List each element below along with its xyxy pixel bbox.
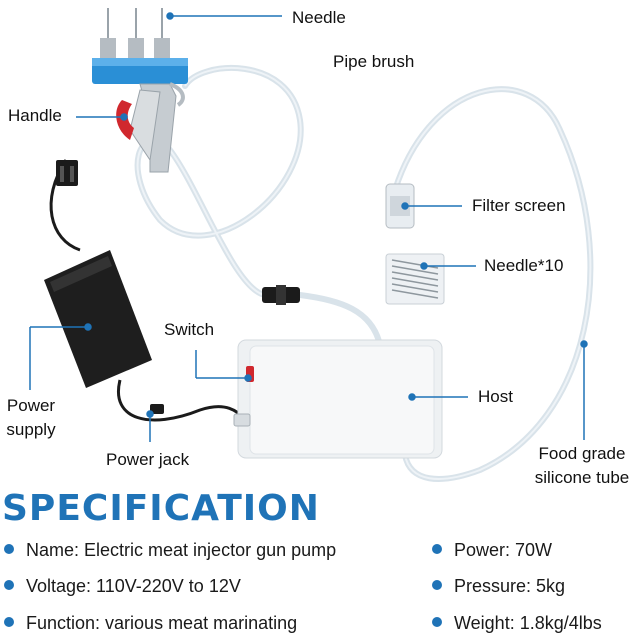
label-host: Host	[478, 387, 513, 406]
label-food-grade-tube: Food grade silicone tube	[524, 444, 640, 488]
label-power-jack: Power jack	[106, 450, 190, 469]
spec-item-pressure: Pressure: 5kg	[432, 575, 565, 597]
bullet-icon	[432, 617, 442, 628]
spec-item-voltage: Voltage: 110V-220V to 12V	[4, 575, 241, 597]
spec-item-name: Name: Electric meat injector gun pump	[4, 539, 336, 561]
spare-needles-pack	[385, 253, 445, 305]
bullet-icon	[432, 580, 442, 591]
label-needle: Needle	[292, 8, 346, 27]
specification-title: SPECIFICATION	[2, 488, 320, 529]
bullet-icon	[4, 544, 14, 555]
label-food-grade-line2: silicone tube	[534, 468, 630, 487]
spec-item-text: Voltage: 110V-220V to 12V	[26, 576, 241, 596]
needle-set	[100, 8, 170, 58]
product-diagram	[29, 8, 594, 482]
tube-connector	[262, 285, 300, 305]
callout-lines	[29, 12, 588, 442]
bullet-icon	[4, 580, 14, 591]
label-pipe-brush: Pipe brush	[333, 52, 415, 71]
spec-item-text: Weight: 1.8kg/4lbs	[454, 613, 602, 633]
label-power-supply: Power supply	[2, 396, 60, 440]
spec-item-text: Pressure: 5kg	[454, 576, 566, 596]
spec-item-text: Name: Electric meat injector gun pump	[26, 540, 337, 560]
label-filter-screen: Filter screen	[472, 196, 566, 215]
bullet-icon	[432, 544, 442, 555]
label-power-supply-line2: supply	[6, 420, 56, 439]
pump-host	[233, 339, 443, 459]
power-adapter	[44, 159, 247, 422]
spec-item-power: Power: 70W	[432, 539, 552, 561]
spec-item-function: Function: various meat marinating	[4, 612, 297, 634]
spec-item-weight: Weight: 1.8kg/4lbs	[432, 612, 602, 634]
spec-item-text: Function: various meat marinating	[26, 613, 298, 633]
label-handle: Handle	[8, 106, 62, 125]
filter-screen	[385, 183, 415, 229]
injector-gun	[92, 58, 188, 173]
label-needle-x10: Needle*10	[484, 256, 564, 275]
bullet-icon	[4, 617, 14, 628]
label-food-grade-line1: Food grade	[538, 444, 626, 463]
label-switch: Switch	[164, 320, 215, 339]
label-power-supply-line1: Power	[6, 396, 56, 415]
spec-item-text: Power: 70W	[454, 540, 553, 560]
